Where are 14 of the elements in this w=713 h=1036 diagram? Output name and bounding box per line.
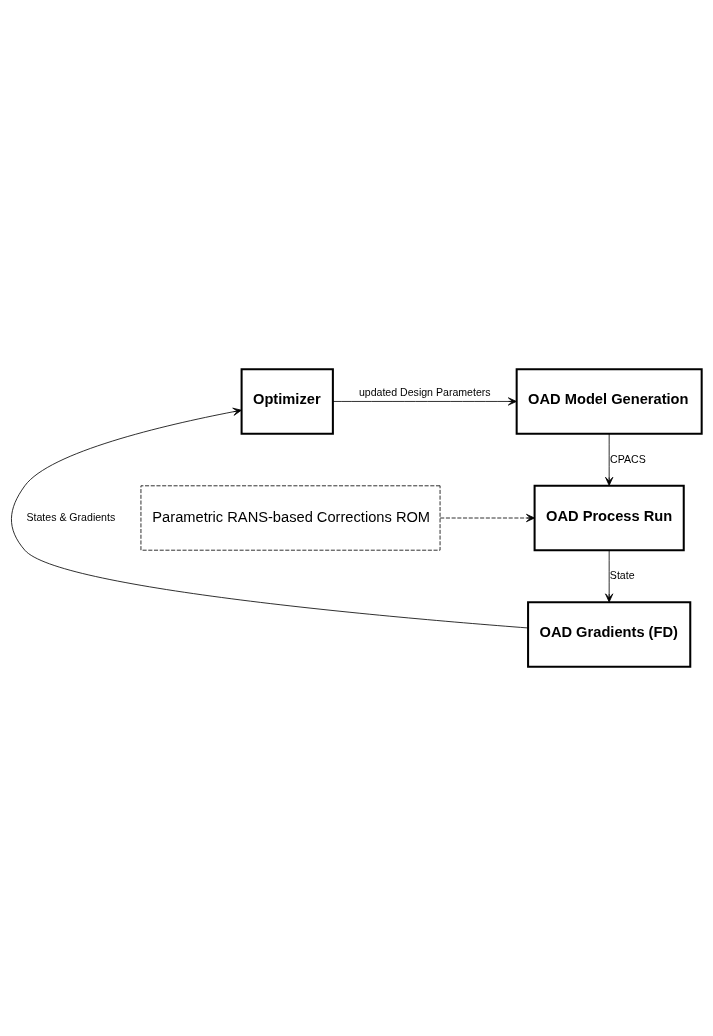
edge-label: State	[609, 569, 635, 582]
arrow	[11, 407, 529, 629]
edge-label: CPACS	[610, 452, 646, 465]
arrow	[605, 433, 614, 486]
edge-label: States & Gradients	[26, 510, 116, 523]
arrow	[439, 513, 535, 523]
arrow	[332, 397, 517, 406]
node-box: Parametric RANS-based Corrections ROM	[140, 485, 441, 551]
edge-label: updated Design Parameters	[358, 386, 491, 399]
node-box: Optimizer	[240, 368, 334, 435]
node-box: OAD Gradients (FD)	[527, 601, 692, 668]
arrow	[605, 549, 614, 603]
node-box: OAD Model Generation	[515, 368, 703, 435]
node-box: OAD Process Run	[533, 484, 685, 552]
